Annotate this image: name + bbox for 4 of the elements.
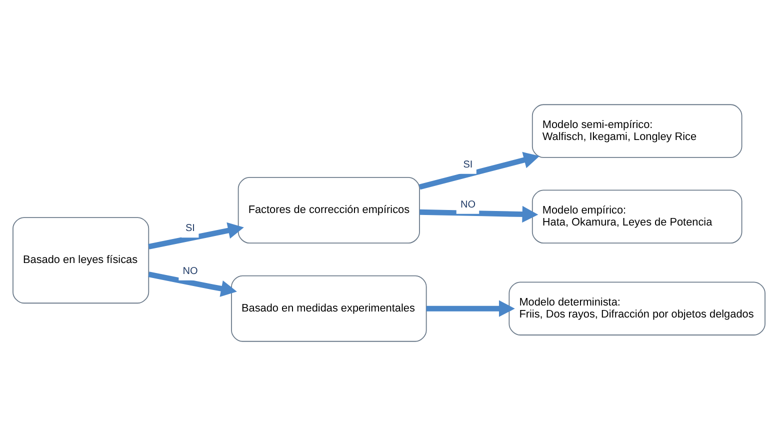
- edge-label: NO: [460, 199, 476, 210]
- edge-label: SI: [186, 223, 195, 234]
- edge-label: SI: [463, 159, 473, 170]
- edge-label: NO: [182, 266, 198, 277]
